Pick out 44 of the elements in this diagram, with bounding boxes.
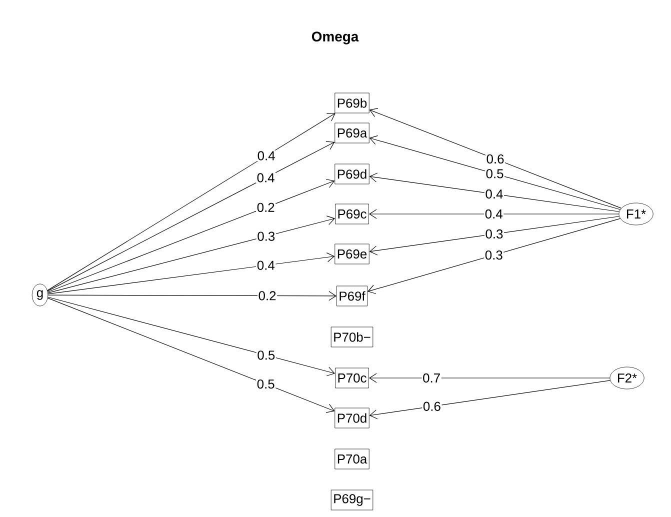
edge-label: 0.3 bbox=[484, 250, 504, 260]
edge-label: 0.6 bbox=[485, 154, 506, 164]
arrow bbox=[48, 178, 335, 292]
arrow bbox=[48, 298, 335, 413]
arrow bbox=[47, 113, 336, 291]
arrow bbox=[47, 141, 335, 292]
arrow bbox=[368, 218, 621, 294]
variable-box: P69c bbox=[335, 204, 369, 224]
edge-label: 0.4 bbox=[256, 150, 276, 162]
variable-box: P69a bbox=[334, 122, 370, 144]
arrow bbox=[48, 296, 336, 376]
edge-label: 0.4 bbox=[256, 260, 276, 271]
edge-label: 0.2 bbox=[256, 202, 276, 213]
arrow bbox=[369, 172, 620, 212]
edge-label: 0.7 bbox=[422, 372, 442, 384]
variable-box: P69d bbox=[334, 164, 370, 184]
arrow bbox=[369, 216, 620, 256]
edge-label: 0.6 bbox=[422, 401, 442, 412]
edge-label: 0.5 bbox=[484, 168, 505, 180]
arrow bbox=[48, 291, 336, 301]
variable-box: P69g− bbox=[330, 490, 374, 510]
variable-box: P70b− bbox=[330, 326, 374, 348]
edge-label: 0.2 bbox=[257, 290, 278, 302]
edge-label: 0.5 bbox=[256, 350, 276, 361]
variable-box: P69f bbox=[336, 286, 368, 306]
edge-label: 0.4 bbox=[484, 188, 504, 200]
arrow bbox=[369, 380, 610, 420]
arrow bbox=[369, 135, 620, 210]
arrow bbox=[368, 209, 620, 219]
edge-label: 0.3 bbox=[484, 228, 504, 240]
edge-label: 0.3 bbox=[256, 230, 276, 242]
variable-box: P70d bbox=[334, 408, 370, 428]
variable-box: P70a bbox=[334, 448, 370, 470]
edge-label: 0.4 bbox=[484, 208, 504, 220]
edge-label: 0.4 bbox=[256, 172, 276, 184]
arrow bbox=[369, 108, 622, 209]
arrow bbox=[48, 216, 336, 294]
variable-box: P70c bbox=[335, 368, 369, 388]
edge-label: 0.5 bbox=[256, 378, 276, 390]
arrow bbox=[368, 373, 610, 383]
variable-box: P69b bbox=[334, 92, 370, 114]
variable-box: P69e bbox=[334, 244, 370, 264]
title: Omega bbox=[312, 32, 359, 44]
arrow bbox=[48, 252, 335, 294]
